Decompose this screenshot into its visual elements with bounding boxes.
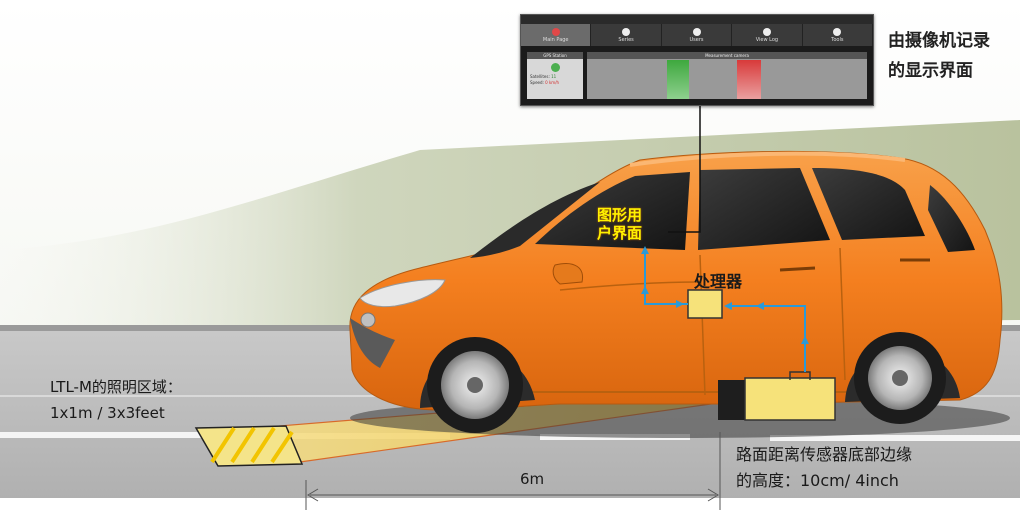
measurement-green-bar [667, 60, 689, 99]
screen-title-bar [521, 15, 873, 24]
tab-view-log[interactable]: View Log [732, 24, 803, 46]
tab-tools[interactable]: Tools [802, 24, 874, 46]
distance-dimension [305, 432, 721, 510]
illumination-zone [194, 425, 304, 467]
tools-icon [833, 27, 842, 36]
front-wheel [427, 337, 523, 433]
users-icon [692, 27, 701, 36]
ltl-zone-label: LTL-M的照明区域： 1x1m / 3x3feet [50, 378, 182, 422]
sensor-unit [718, 371, 836, 421]
measurement-title: Measurement camera [587, 52, 867, 59]
screen-body: GPS Station Satellites: 11 Speed: 0 km/h… [527, 52, 867, 99]
speed-row: Speed: 0 km/h [530, 80, 560, 85]
rear-wheel [854, 332, 946, 424]
gps-status-icon [550, 63, 560, 72]
satellites-row: Satellites: 11 [530, 74, 557, 79]
sensor-height-label: 路面距离传感器底部边缘 的高度：10cm/ 4inch [736, 445, 913, 490]
tab-series[interactable]: Series [591, 24, 662, 46]
foreground [0, 498, 1020, 524]
main-page-icon [551, 27, 560, 36]
processor-box [687, 289, 723, 319]
gps-title: GPS Station [527, 52, 583, 59]
camera-display-label: 由摄像机记录 的显示界面 [888, 31, 990, 81]
gps-panel: GPS Station Satellites: 11 Speed: 0 km/h [527, 52, 583, 99]
screen-tabs: Main Page Series Users View Log Tools [521, 24, 874, 46]
camera-display-screen: Main Page Series Users View Log Tools GP… [520, 14, 874, 106]
processor-label: 处理器 [694, 272, 743, 291]
leader-line [668, 104, 701, 233]
data-flow-arrows [641, 246, 809, 372]
series-icon [622, 27, 631, 36]
measurement-panel: Measurement camera [587, 52, 867, 99]
measurement-red-bar [737, 60, 761, 99]
gui-label: 图形用 户界面 [597, 206, 643, 242]
tab-main-page[interactable]: Main Page [521, 24, 592, 46]
distance-label: 6m [520, 470, 545, 488]
tab-users[interactable]: Users [661, 24, 733, 46]
save-icon [762, 27, 771, 36]
